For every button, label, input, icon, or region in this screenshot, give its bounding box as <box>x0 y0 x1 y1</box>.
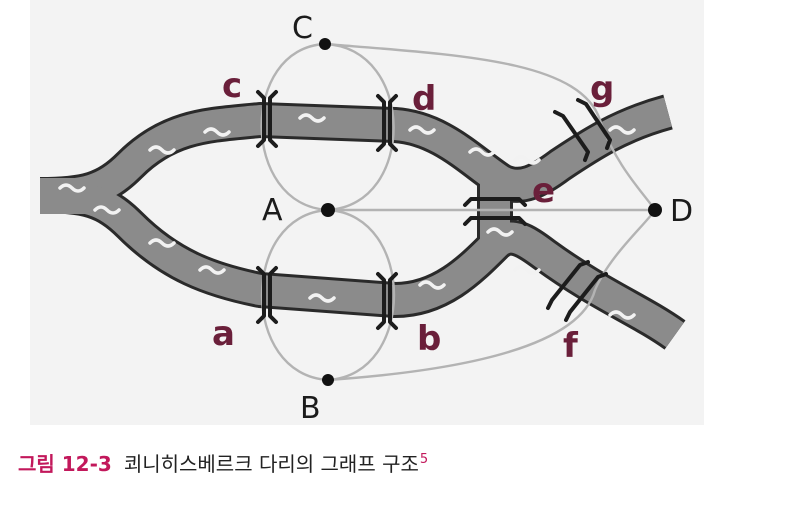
node-label-b: B <box>300 391 321 426</box>
node-b <box>322 374 334 386</box>
node-label-c: C <box>292 11 313 46</box>
node-label-d: D <box>670 194 693 229</box>
figure-caption: 그림 12-3 쾨니히스베르크 다리의 그래프 구조5 <box>18 448 428 477</box>
edge-g <box>324 42 656 211</box>
bridge-label-a: a <box>212 314 235 354</box>
node-c <box>319 38 331 50</box>
bridge-label-f: f <box>563 326 579 366</box>
bridge-label-b: b <box>417 319 441 359</box>
bridge-label-d: d <box>412 79 436 119</box>
edge-c <box>260 42 329 212</box>
bridge-label-e: e <box>532 171 555 211</box>
edge-d <box>324 42 395 212</box>
edge-b <box>327 208 396 382</box>
bridge-label-g: g <box>590 69 614 109</box>
edge-f <box>327 209 656 382</box>
caption-footnote: 5 <box>419 452 429 468</box>
caption-text: 쾨니히스베르크 다리의 그래프 구조 <box>123 452 419 476</box>
graph-nodes <box>319 38 662 386</box>
node-d <box>648 203 662 217</box>
bridges <box>256 90 612 330</box>
node-a <box>321 203 335 217</box>
node-label-a: A <box>262 193 283 228</box>
figure-number: 그림 12-3 <box>18 452 112 476</box>
konigsberg-graph-figure: A B C D a b c d e f g <box>30 0 704 426</box>
river-ripples <box>58 113 636 320</box>
bridge-label-c: c <box>222 66 242 106</box>
